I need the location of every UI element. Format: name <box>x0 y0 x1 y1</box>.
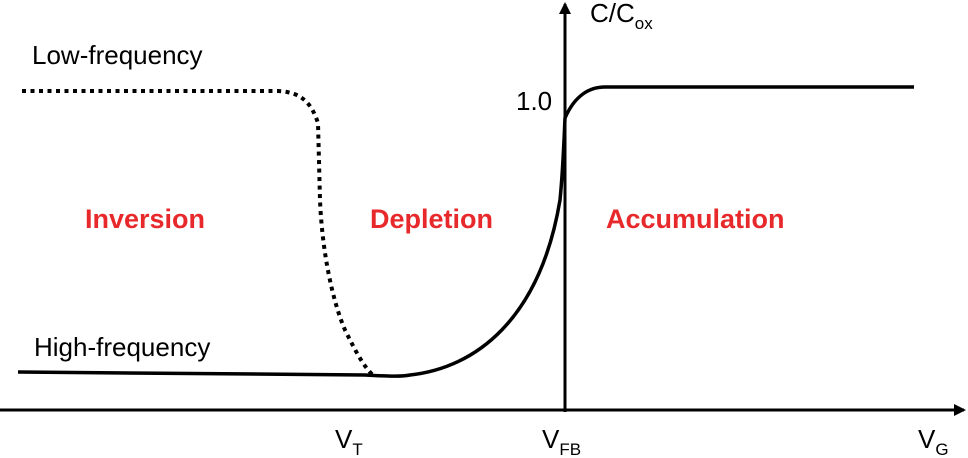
high-frequency-curve <box>17 85 914 378</box>
region-inversion-label: Inversion <box>85 204 205 234</box>
low-frequency-curve <box>22 89 377 379</box>
vfb-marker-label: VFB <box>542 424 581 458</box>
x-axis-label: VG <box>918 424 949 458</box>
region-accumulation-label: Accumulation <box>606 204 785 234</box>
y-tick-label: 1.0 <box>516 86 552 116</box>
high-frequency-label: High-frequency <box>34 332 210 362</box>
y-axis-label: C/Cox <box>590 0 653 33</box>
low-frequency-label: Low-frequency <box>32 40 203 70</box>
region-depletion-label: Depletion <box>370 204 493 234</box>
vt-marker-label: VT <box>335 424 363 458</box>
